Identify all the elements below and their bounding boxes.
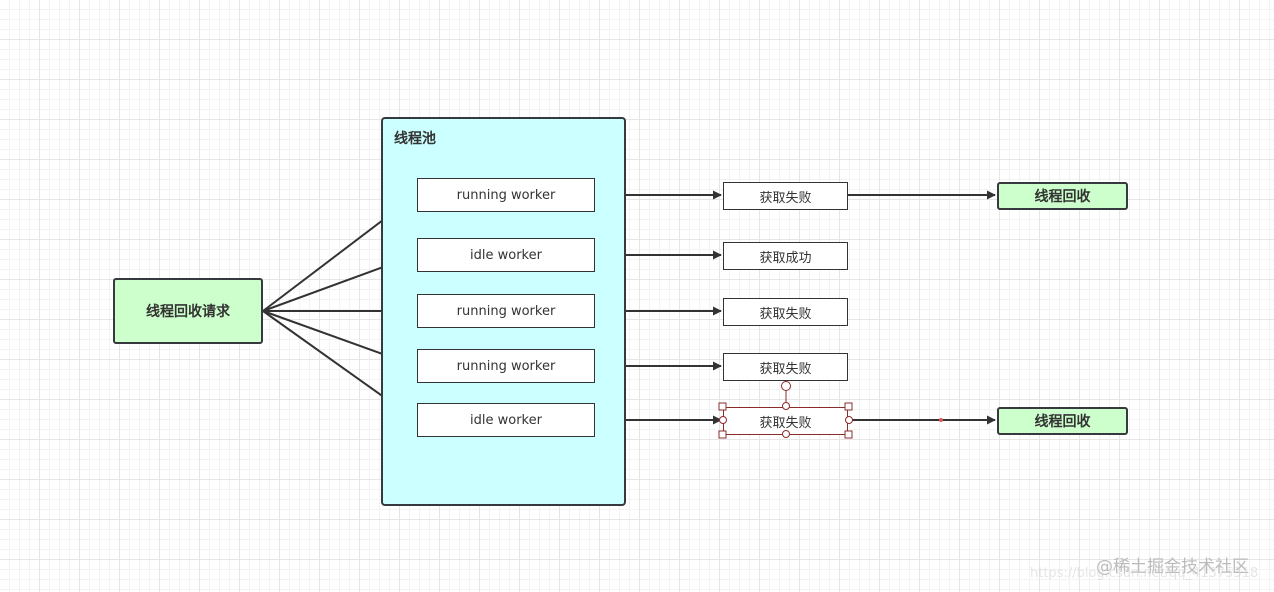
worker-node-1[interactable]: running worker xyxy=(417,178,595,212)
recycle-request-node[interactable]: 线程回收请求 xyxy=(113,278,263,344)
worker-node-3[interactable]: running worker xyxy=(417,294,595,328)
result-node-3[interactable]: 获取失败 xyxy=(723,298,848,326)
worker-node-2[interactable]: idle worker xyxy=(417,238,595,272)
thread-pool-title: 线程池 xyxy=(394,131,436,147)
connect-point-left[interactable] xyxy=(719,416,727,424)
resize-handle-bottom-right[interactable] xyxy=(844,430,853,439)
result-node-1[interactable]: 获取失败 xyxy=(723,182,848,210)
worker-node-5[interactable]: idle worker xyxy=(417,403,595,437)
resize-handle-top-left[interactable] xyxy=(718,402,727,411)
resize-handle-top-right[interactable] xyxy=(844,402,853,411)
watermark-url: https://blog.csdn.net/qq_41375318 xyxy=(1030,566,1259,581)
result-node-4[interactable]: 获取失败 xyxy=(723,353,848,381)
edge-midpoint-marker xyxy=(939,418,943,422)
recycle-node-1[interactable]: 线程回收 xyxy=(997,182,1128,210)
connect-point-right[interactable] xyxy=(845,416,853,424)
worker-node-4[interactable]: running worker xyxy=(417,349,595,383)
result-node-2[interactable]: 获取成功 xyxy=(723,242,848,270)
connect-point-top[interactable] xyxy=(782,402,790,410)
rotate-handle[interactable] xyxy=(781,381,791,391)
connect-point-bottom[interactable] xyxy=(782,430,790,438)
recycle-node-2[interactable]: 线程回收 xyxy=(997,407,1128,435)
watermark: @稀土掘金技术社区 xyxy=(1096,557,1249,577)
resize-handle-bottom-left[interactable] xyxy=(718,430,727,439)
